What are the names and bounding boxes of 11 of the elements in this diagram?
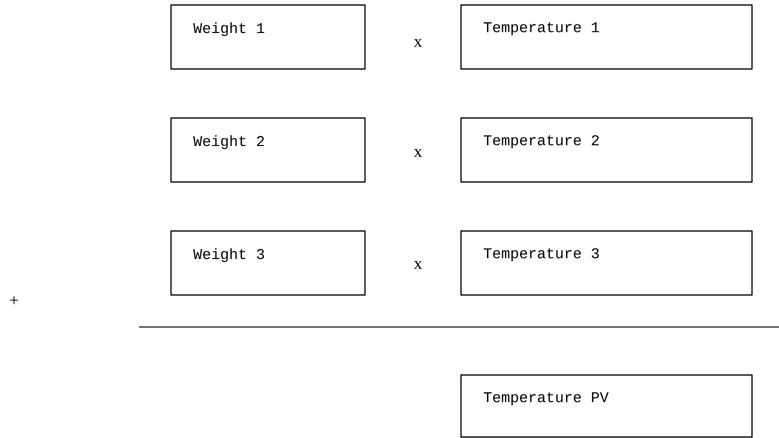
text-box: Weight 2 (170, 117, 366, 183)
text-box: Temperature 2 (460, 117, 753, 183)
multiply-sign: x (414, 39, 422, 47)
text-box: Temperature 1 (460, 4, 753, 70)
text-box: Temperature 3 (460, 230, 753, 296)
text-box: Weight 1 (170, 4, 366, 70)
text-box: Weight 3 (170, 230, 366, 296)
plus-sign: + (10, 296, 18, 304)
text-box: Temperature PV (460, 374, 753, 438)
multiply-sign: x (414, 149, 422, 157)
multiply-sign: x (414, 261, 422, 269)
